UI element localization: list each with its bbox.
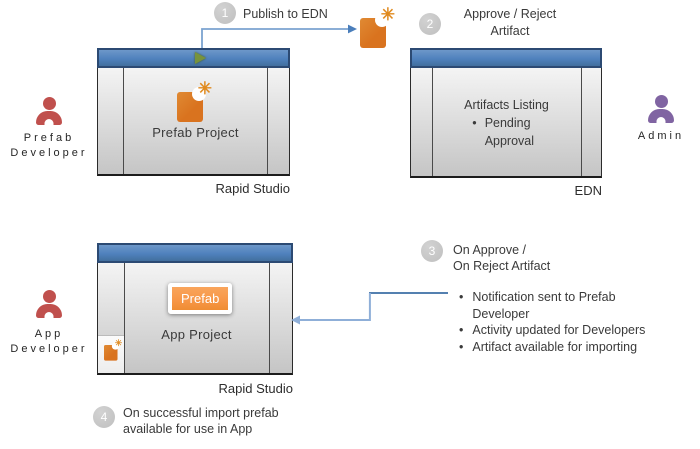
artifact-bite xyxy=(111,342,120,350)
panel-divider xyxy=(123,68,124,174)
step-3-label-line2: On Reject Artifact xyxy=(453,259,551,273)
step-4-label-line2: available for use in App xyxy=(123,422,253,436)
step-1-badge: 1 xyxy=(214,2,236,24)
note-item: • Activity updated for Developers xyxy=(459,322,654,339)
bullet-icon: • xyxy=(459,339,464,354)
pending-approval-text: Pending Approval xyxy=(484,116,535,148)
panel-divider xyxy=(581,68,582,176)
step-1-label: Publish to EDN xyxy=(243,7,328,21)
step-3-label-line1: On Approve / xyxy=(453,243,526,257)
rapid-studio-window-top: ✳ Prefab Project xyxy=(97,48,290,176)
artifact-star-icon: ✳ xyxy=(380,5,395,24)
rapid-studio-window-bottom: ✳ Prefab App Project xyxy=(97,243,293,375)
step-2-label-line2: Artifact xyxy=(490,24,530,38)
prefab-developer-label: Prefab Developer xyxy=(6,131,92,161)
panel-divider xyxy=(432,68,433,176)
step-4-label-line1: On successful import prefab xyxy=(123,406,279,420)
prefab-artifact-icon: ✳ xyxy=(177,80,212,122)
bullet-icon: • xyxy=(472,116,477,130)
artifacts-listing-title: Artifacts Listing xyxy=(464,98,549,112)
person-icon xyxy=(42,97,56,110)
prefab-project-label: Prefab Project xyxy=(152,125,239,140)
panel-divider xyxy=(269,263,270,373)
person-torso xyxy=(36,111,62,125)
bullet-icon: • xyxy=(459,290,464,304)
note-item: • Notification sent to Prefab Developer xyxy=(459,289,654,322)
person-torso xyxy=(36,304,62,318)
panel-divider xyxy=(267,68,268,174)
app-developer-actor: App Developer xyxy=(6,290,92,357)
artifacts-listing-block: Artifacts Listing • Pending Approval xyxy=(432,96,581,150)
step-3-number: 3 xyxy=(428,244,436,258)
admin-actor: Admin xyxy=(628,95,694,144)
step-2-label-line1: Approve / Reject xyxy=(463,7,557,21)
edn-body: Artifacts Listing • Pending Approval xyxy=(410,68,602,178)
prefab-developer-actor: Prefab Developer xyxy=(6,97,92,161)
approve-connector-line-light xyxy=(300,293,371,321)
note-text: Artifact available for importing xyxy=(472,339,638,354)
person-torso xyxy=(648,109,674,123)
step-1-number: 1 xyxy=(221,6,229,20)
rapid-studio-top-caption: Rapid Studio xyxy=(215,181,290,196)
rapid-studio-bottom-titlebar xyxy=(97,243,293,263)
admin-label-line1: Admin xyxy=(637,130,685,142)
step-2-label: Approve / Reject Artifact xyxy=(446,6,574,40)
note-text: Activity updated for Developers xyxy=(472,323,646,337)
person-icon xyxy=(654,95,668,108)
app-developer-label-line1: App xyxy=(34,328,64,340)
artifact-bite xyxy=(192,87,206,101)
artifact-star-icon: ✳ xyxy=(114,338,123,349)
step-4-number: 4 xyxy=(100,410,108,424)
pending-approval-item: • Pending Approval xyxy=(432,114,581,150)
panel-divider xyxy=(124,263,125,373)
person-icon xyxy=(42,290,56,303)
app-developer-label: App Developer xyxy=(6,327,92,357)
prefab-developer-label-line2: Developer xyxy=(10,147,88,159)
prefab-chip: Prefab xyxy=(168,283,233,314)
edn-window: Artifacts Listing • Pending Approval xyxy=(410,48,602,178)
step-4-badge: 4 xyxy=(93,406,115,428)
edn-titlebar xyxy=(410,48,602,68)
note-text: Notification sent to Prefab Developer xyxy=(472,290,616,321)
step-3-label: On Approve / On Reject Artifact xyxy=(453,242,550,274)
published-artifact-icon: ✳ xyxy=(360,6,395,48)
admin-label: Admin xyxy=(628,129,694,144)
step-2-number: 2 xyxy=(426,17,434,31)
step-2-badge: 2 xyxy=(419,13,441,35)
step-4-label: On successful import prefab available fo… xyxy=(123,405,279,437)
rapid-studio-bottom-body: ✳ Prefab App Project xyxy=(97,263,293,375)
step-3-notes: • Notification sent to Prefab Developer … xyxy=(459,289,654,355)
bullet-icon: • xyxy=(459,323,464,337)
edn-caption: EDN xyxy=(574,183,602,198)
publish-connector-line xyxy=(201,28,348,48)
rapid-studio-top-body: ✳ Prefab Project xyxy=(97,68,290,176)
app-developer-label-line2: Developer xyxy=(10,343,88,355)
rapid-studio-top-titlebar xyxy=(97,48,290,68)
app-project-label: App Project xyxy=(161,327,232,342)
artifact-star-icon: ✳ xyxy=(197,79,212,98)
rapid-studio-bottom-caption: Rapid Studio xyxy=(218,381,293,396)
imported-artifact-icon: ✳ xyxy=(104,339,122,361)
artifact-bite xyxy=(375,13,389,27)
step-3-badge: 3 xyxy=(421,240,443,262)
prefab-developer-label-line1: Prefab xyxy=(23,132,75,144)
publish-connector-arrowhead xyxy=(348,24,357,34)
play-icon xyxy=(195,52,206,64)
note-item: • Artifact available for importing xyxy=(459,339,654,356)
